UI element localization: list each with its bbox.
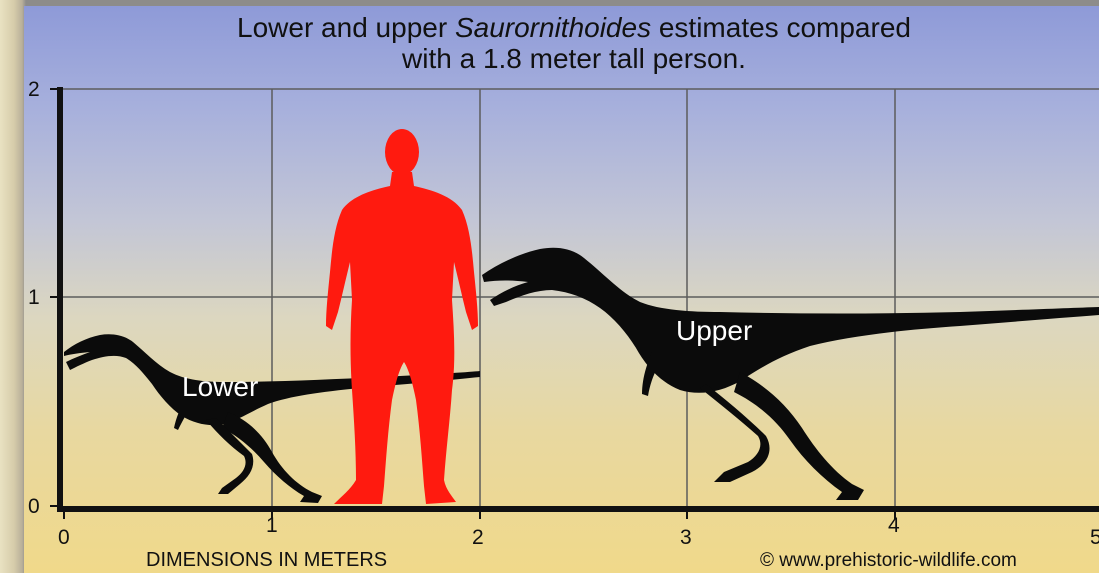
human-silhouette: [326, 129, 478, 504]
upper-near-leg: [734, 372, 864, 500]
diagram-subtitle: with a 1.8 meter tall person.: [401, 43, 746, 74]
title-genus: Saurornithoides: [455, 12, 651, 43]
x-tick-label-4: 4: [888, 514, 900, 537]
upper-body: [482, 248, 1099, 393]
grid: [60, 89, 1099, 506]
lower-label: Lower: [182, 371, 258, 402]
copyright-credit: © www.prehistoric-wildlife.com: [760, 550, 1017, 571]
title-suffix: estimates compared: [651, 12, 911, 43]
upper-dinosaur-silhouette: [482, 248, 1099, 500]
x-tick-label-5: 5: [1090, 526, 1099, 549]
y-tick-label-0: 0: [28, 495, 40, 518]
title-prefix: Lower and upper: [237, 12, 455, 43]
axes: [50, 87, 1099, 519]
x-axis-label: DIMENSIONS IN METERS: [146, 549, 387, 571]
y-tick-label-1: 1: [28, 286, 40, 309]
x-tick-label-0: 0: [58, 526, 70, 549]
upper-label: Upper: [676, 315, 752, 346]
human-head: [385, 129, 419, 175]
x-tick-label-2: 2: [472, 526, 484, 549]
y-tick-label-2: 2: [28, 78, 40, 101]
human-body: [326, 172, 478, 504]
x-tick-label-1: 1: [266, 514, 278, 537]
diagram-title: Lower and upper Saurornithoides estimate…: [237, 12, 911, 43]
x-tick-label-3: 3: [680, 526, 692, 549]
